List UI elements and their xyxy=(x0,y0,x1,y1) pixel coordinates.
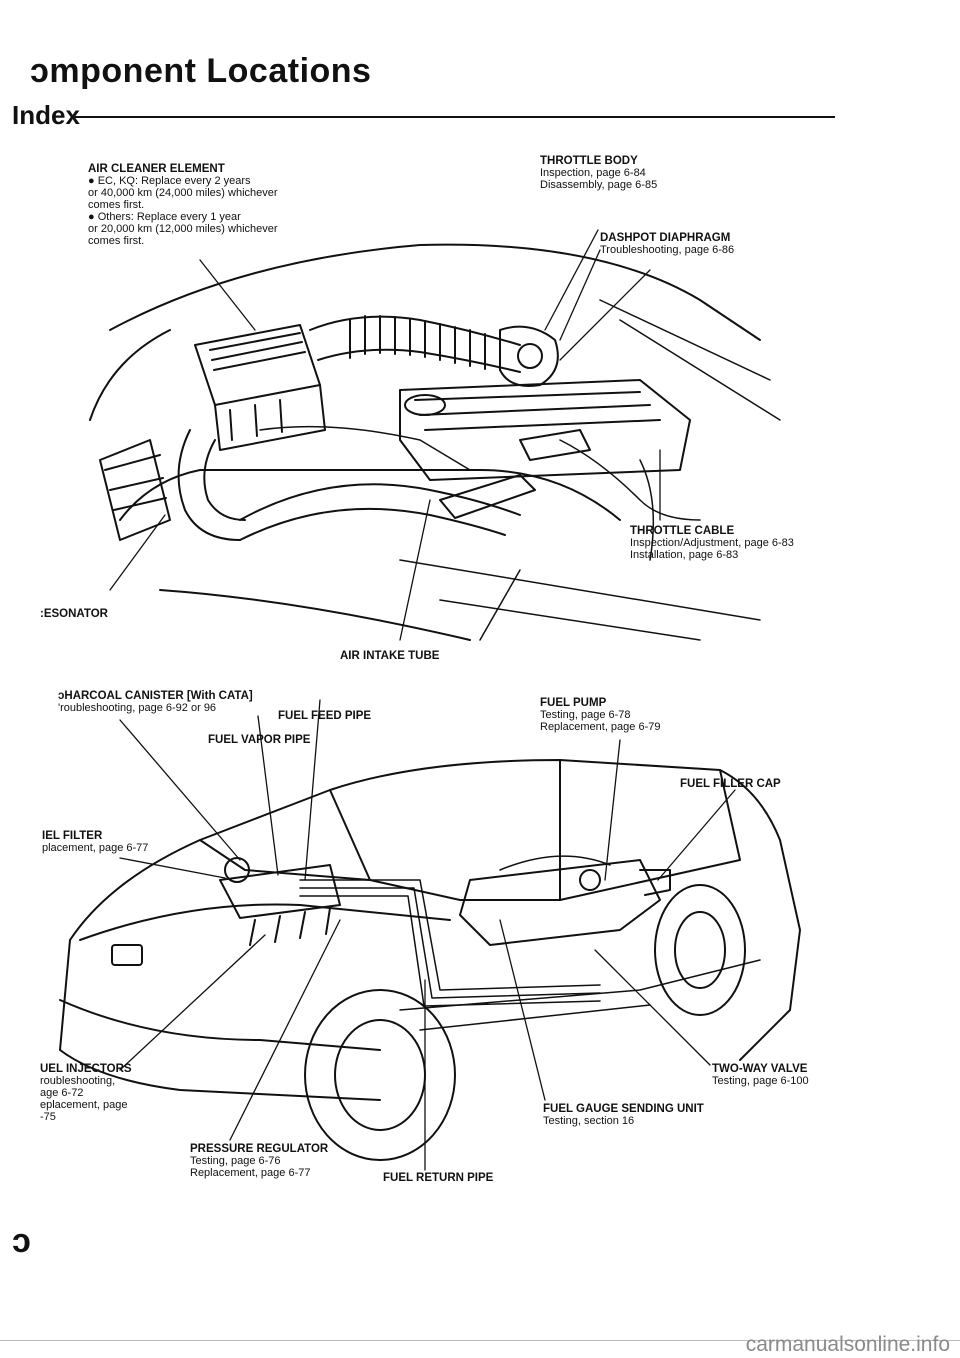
air-cleaner-line: or 20,000 km (12,000 miles) whichever xyxy=(88,223,278,235)
fuel-gauge-sending-unit-label: FUEL GAUGE SENDING UNIT Testing, section… xyxy=(543,1103,704,1127)
throttle-cable-name: THROTTLE CABLE xyxy=(630,525,735,537)
dashpot-label: DASHPOT DIAPHRAGM Troubleshooting, page … xyxy=(600,232,734,256)
pressure-regulator-line: Replacement, page 6-77 xyxy=(190,1167,311,1179)
dashpot-name: DASHPOT DIAPHRAGM xyxy=(600,232,731,244)
fuel-filter-name: IEL FILTER xyxy=(42,830,103,842)
fuel-pump-label: FUEL PUMP Testing, page 6-78 Replacement… xyxy=(540,697,660,733)
fuel-injectors-line: -75 xyxy=(40,1111,56,1123)
two-way-valve-line: Testing, page 6-100 xyxy=(712,1075,809,1087)
charcoal-canister-label: ɔHARCOAL CANISTER [With CATA] 'roublesho… xyxy=(58,690,253,714)
throttle-cable-line: Inspection/Adjustment, page 6-83 xyxy=(630,537,794,549)
section-subtitle: Index xyxy=(12,100,80,130)
watermark: carmanualsonline.info xyxy=(745,1333,950,1356)
throttle-cable-label: THROTTLE CABLE Inspection/Adjustment, pa… xyxy=(630,525,794,561)
throttle-body-label: THROTTLE BODY Inspection, page 6-84 Disa… xyxy=(540,155,657,191)
fuel-feed-pipe-label: FUEL FEED PIPE xyxy=(278,710,371,722)
fuel-filter-line: placement, page 6-77 xyxy=(42,842,149,854)
two-way-valve-label: TWO-WAY VALVE Testing, page 6-100 xyxy=(712,1063,809,1087)
car-fuel-system-drawing xyxy=(59,699,801,1171)
air-intake-tube-name: AIR INTAKE TUBE xyxy=(340,650,440,662)
throttle-body-line: Disassembly, page 6-85 xyxy=(540,179,658,191)
page-number: ɔ xyxy=(12,1222,31,1260)
fuel-injectors-name: UEL INJECTORS xyxy=(40,1063,132,1075)
fuel-return-pipe-name: FUEL RETURN PIPE xyxy=(383,1172,494,1184)
pressure-regulator-line: Testing, page 6-76 xyxy=(190,1155,281,1167)
fuel-feed-pipe-name: FUEL FEED PIPE xyxy=(278,710,372,722)
throttle-body-line: Inspection, page 6-84 xyxy=(540,167,646,179)
fuel-gauge-name: FUEL GAUGE SENDING UNIT xyxy=(543,1103,704,1115)
fuel-gauge-line: Testing, section 16 xyxy=(543,1115,635,1127)
footer-divider xyxy=(0,1340,960,1341)
resonator-name: :ESONATOR xyxy=(40,608,108,620)
air-cleaner-line: or 40,000 km (24,000 miles) whichever xyxy=(88,187,278,199)
resonator-label: :ESONATOR xyxy=(40,608,108,620)
title-rule xyxy=(75,116,835,118)
fuel-pump-line: Replacement, page 6-79 xyxy=(540,721,661,733)
charcoal-canister-name: ɔHARCOAL CANISTER [With CATA] xyxy=(58,690,253,702)
two-way-valve-name: TWO-WAY VALVE xyxy=(712,1063,808,1075)
air-cleaner-name: AIR CLEANER ELEMENT xyxy=(88,163,225,175)
throttle-body-name: THROTTLE BODY xyxy=(540,155,638,167)
fuel-injectors-line: age 6-72 xyxy=(40,1087,84,1099)
dashpot-line: Troubleshooting, page 6-86 xyxy=(600,244,735,256)
air-intake-tube-label: AIR INTAKE TUBE xyxy=(340,650,439,662)
air-cleaner-line: ● Others: Replace every 1 year xyxy=(88,211,241,223)
fuel-vapor-pipe-name: FUEL VAPOR PIPE xyxy=(208,734,311,746)
fuel-pump-line: Testing, page 6-78 xyxy=(540,709,631,721)
fuel-injectors-line: roubleshooting, xyxy=(40,1075,116,1087)
page-title: ɔmponent Locations xyxy=(30,52,372,90)
fuel-filler-cap-name: FUEL FILLER CAP xyxy=(680,778,781,790)
fuel-vapor-pipe-label: FUEL VAPOR PIPE xyxy=(208,734,310,746)
throttle-cable-line: Installation, page 6-83 xyxy=(630,549,739,561)
fuel-injectors-label: UEL INJECTORS roubleshooting, age 6-72 e… xyxy=(40,1063,132,1123)
charcoal-canister-line: 'roubleshooting, page 6-92 or 96 xyxy=(58,702,217,714)
pressure-regulator-name: PRESSURE REGULATOR xyxy=(190,1143,329,1155)
fuel-injectors-line: eplacement, page xyxy=(40,1099,128,1111)
pressure-regulator-label: PRESSURE REGULATOR Testing, page 6-76 Re… xyxy=(190,1143,328,1179)
fuel-filler-cap-label: FUEL FILLER CAP xyxy=(680,778,781,790)
fuel-pump-name: FUEL PUMP xyxy=(540,697,607,709)
air-cleaner-line: ● EC, KQ: Replace every 2 years xyxy=(88,175,251,187)
air-cleaner-label: AIR CLEANER ELEMENT ● EC, KQ: Replace ev… xyxy=(88,163,278,247)
air-cleaner-line: comes first. xyxy=(88,235,145,247)
fuel-return-pipe-label: FUEL RETURN PIPE xyxy=(383,1172,493,1184)
fuel-filter-label: IEL FILTER placement, page 6-77 xyxy=(42,830,148,854)
air-cleaner-line: comes first. xyxy=(88,199,145,211)
engine-bay-drawing xyxy=(89,229,781,641)
